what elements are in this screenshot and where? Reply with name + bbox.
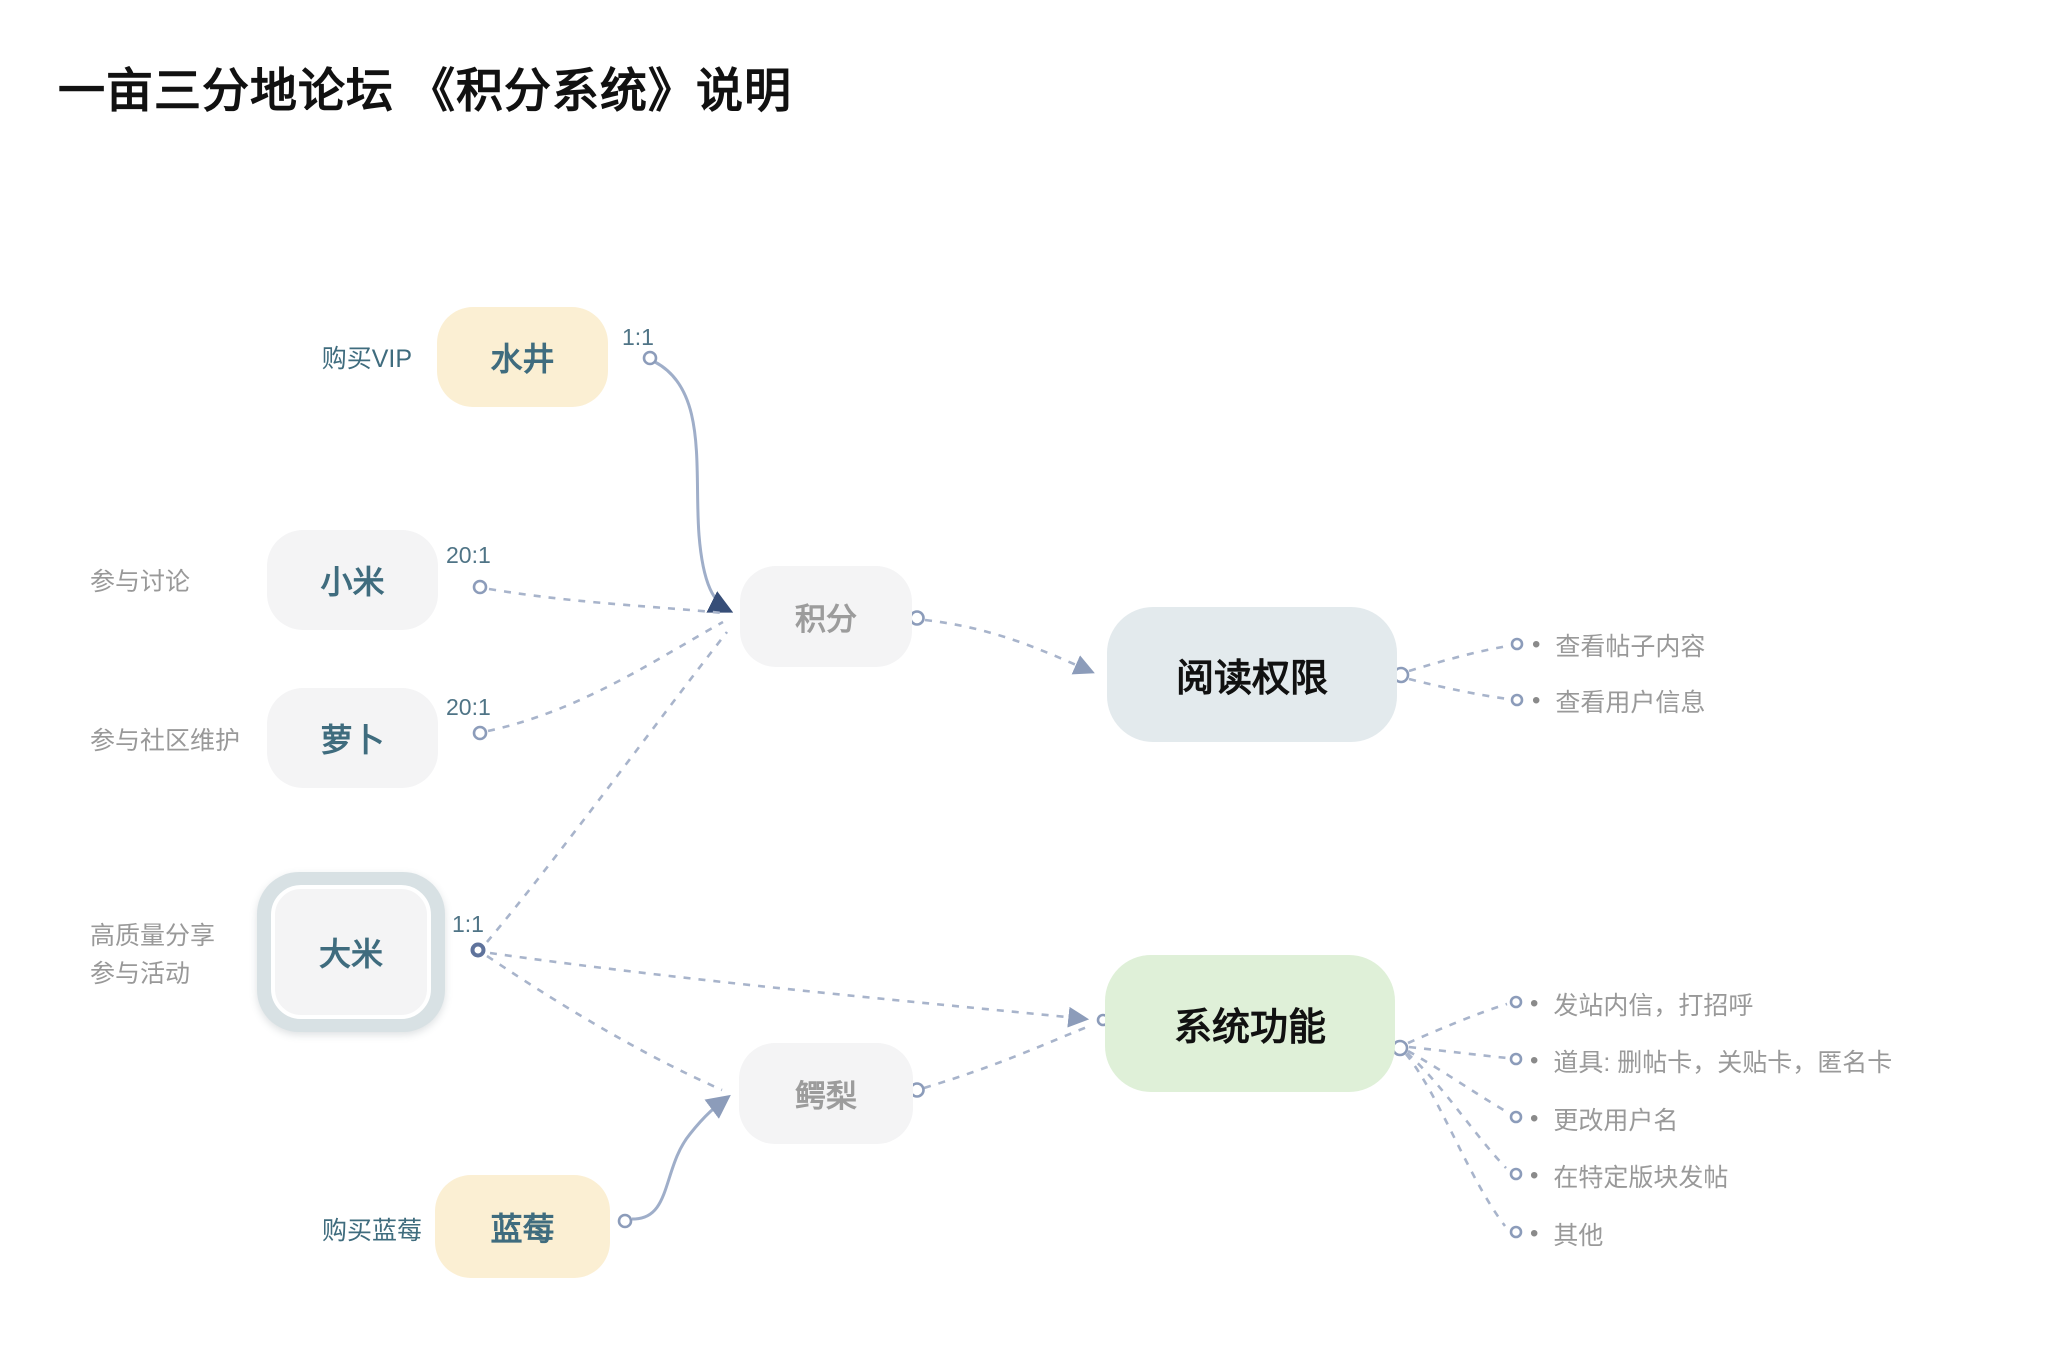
system-function-item: • 更改用户名 (1530, 1101, 1678, 1137)
page-title: 一亩三分地论坛 《积分系统》说明 (58, 64, 793, 117)
label-participate-discussion: 参与讨论 (90, 568, 191, 596)
edge-readpermission-item2 (1408, 677, 1509, 701)
port-systemfunction-out (1391, 1039, 1409, 1057)
system-function-item: • 在特定版块发帖 (1530, 1158, 1728, 1194)
node-radish: 萝卜 (267, 688, 438, 788)
label-buy-vip: 购买VIP (321, 345, 412, 373)
bullet-icon: • (1532, 687, 1541, 714)
port-sys-item2 (1509, 1052, 1523, 1066)
node-water-well: 水井 (437, 307, 608, 407)
port-points-out (909, 610, 925, 626)
port-read-item1 (1510, 637, 1524, 651)
edge-systemfunction-item3 (1407, 1049, 1508, 1114)
port-read-item2 (1510, 693, 1524, 707)
system-function-item-label: 其他 (1553, 1222, 1604, 1250)
label-community-maintenance: 参与社区维护 (90, 727, 241, 755)
edge-rice-points (486, 631, 729, 943)
bullet-icon: • (1530, 1047, 1539, 1074)
ratio-radish: 20:1 (446, 694, 491, 720)
system-function-item: • 道具: 删帖卡，关贴卡，匿名卡 (1530, 1043, 1892, 1079)
edge-readpermission-item1 (1408, 644, 1509, 673)
ratio-millet: 20:1 (446, 542, 491, 568)
system-function-item: • 其他 (1530, 1216, 1603, 1252)
system-function-item: • 发站内信，打招呼 (1530, 986, 1753, 1022)
edge-systemfunction-item4 (1406, 1052, 1507, 1169)
bullet-icon: • (1532, 631, 1541, 658)
edge-rice-avocado (486, 954, 723, 1092)
ratio-rice: 1:1 (452, 911, 484, 937)
edge-systemfunction-item5 (1404, 1053, 1507, 1227)
edge-radish-points (487, 620, 724, 733)
label-quality-sharing: 高质量分享 参与活动 (90, 917, 215, 993)
edge-millet-points (488, 587, 723, 615)
port-sys-item3 (1509, 1110, 1523, 1124)
system-function-item-label: 更改用户名 (1553, 1107, 1679, 1135)
edge-systemfunction-item2 (1408, 1045, 1508, 1060)
bullet-icon: • (1530, 1220, 1539, 1247)
node-rice: 大米 (271, 885, 431, 1019)
node-rice-ring: 大米 (257, 872, 445, 1032)
ratio-water-well: 1:1 (622, 324, 654, 350)
port-blueberry-out (617, 1213, 633, 1229)
edge-points-readpermission (924, 618, 1095, 675)
node-avocado: 鳄梨 (739, 1043, 913, 1144)
read-permission-item: • 查看用户信息 (1532, 683, 1705, 719)
port-sys-item4 (1509, 1167, 1523, 1181)
port-radish-out (472, 725, 488, 741)
port-rice-out (470, 942, 486, 958)
system-function-item-label: 道具: 删帖卡，关贴卡，匿名卡 (1553, 1049, 1893, 1077)
port-waterwell-out (642, 350, 658, 366)
read-permission-item-label: 查看用户信息 (1555, 689, 1706, 717)
node-millet: 小米 (267, 530, 438, 630)
node-points: 积分 (740, 566, 912, 667)
edge-systemfunction-item1 (1407, 1002, 1508, 1045)
system-function-item-label: 发站内信，打招呼 (1553, 992, 1754, 1020)
system-function-item-label: 在特定版块发帖 (1553, 1164, 1729, 1192)
bullet-icon: • (1530, 1162, 1539, 1189)
edge-avocado-systemfunction (923, 1025, 1088, 1090)
edge-rice-systemfunction (489, 951, 1090, 1028)
port-millet-out (472, 579, 488, 595)
label-quality-sharing-line1: 高质量分享 (90, 922, 216, 950)
read-permission-item-label: 查看帖子内容 (1555, 633, 1706, 661)
node-system-functions: 系统功能 (1105, 955, 1395, 1092)
port-sys-item1 (1509, 995, 1523, 1009)
label-quality-sharing-line2: 参与活动 (90, 960, 191, 988)
node-read-permission: 阅读权限 (1107, 607, 1397, 742)
label-buy-blueberry: 购买蓝莓 (321, 1217, 422, 1245)
edge-blueberry-avocado (631, 1094, 731, 1221)
edge-waterwell-points (654, 360, 734, 613)
bullet-icon: • (1530, 990, 1539, 1017)
node-blueberry: 蓝莓 (435, 1175, 610, 1278)
read-permission-item: • 查看帖子内容 (1532, 627, 1705, 663)
bullet-icon: • (1530, 1105, 1539, 1132)
port-sys-item5 (1509, 1225, 1523, 1239)
